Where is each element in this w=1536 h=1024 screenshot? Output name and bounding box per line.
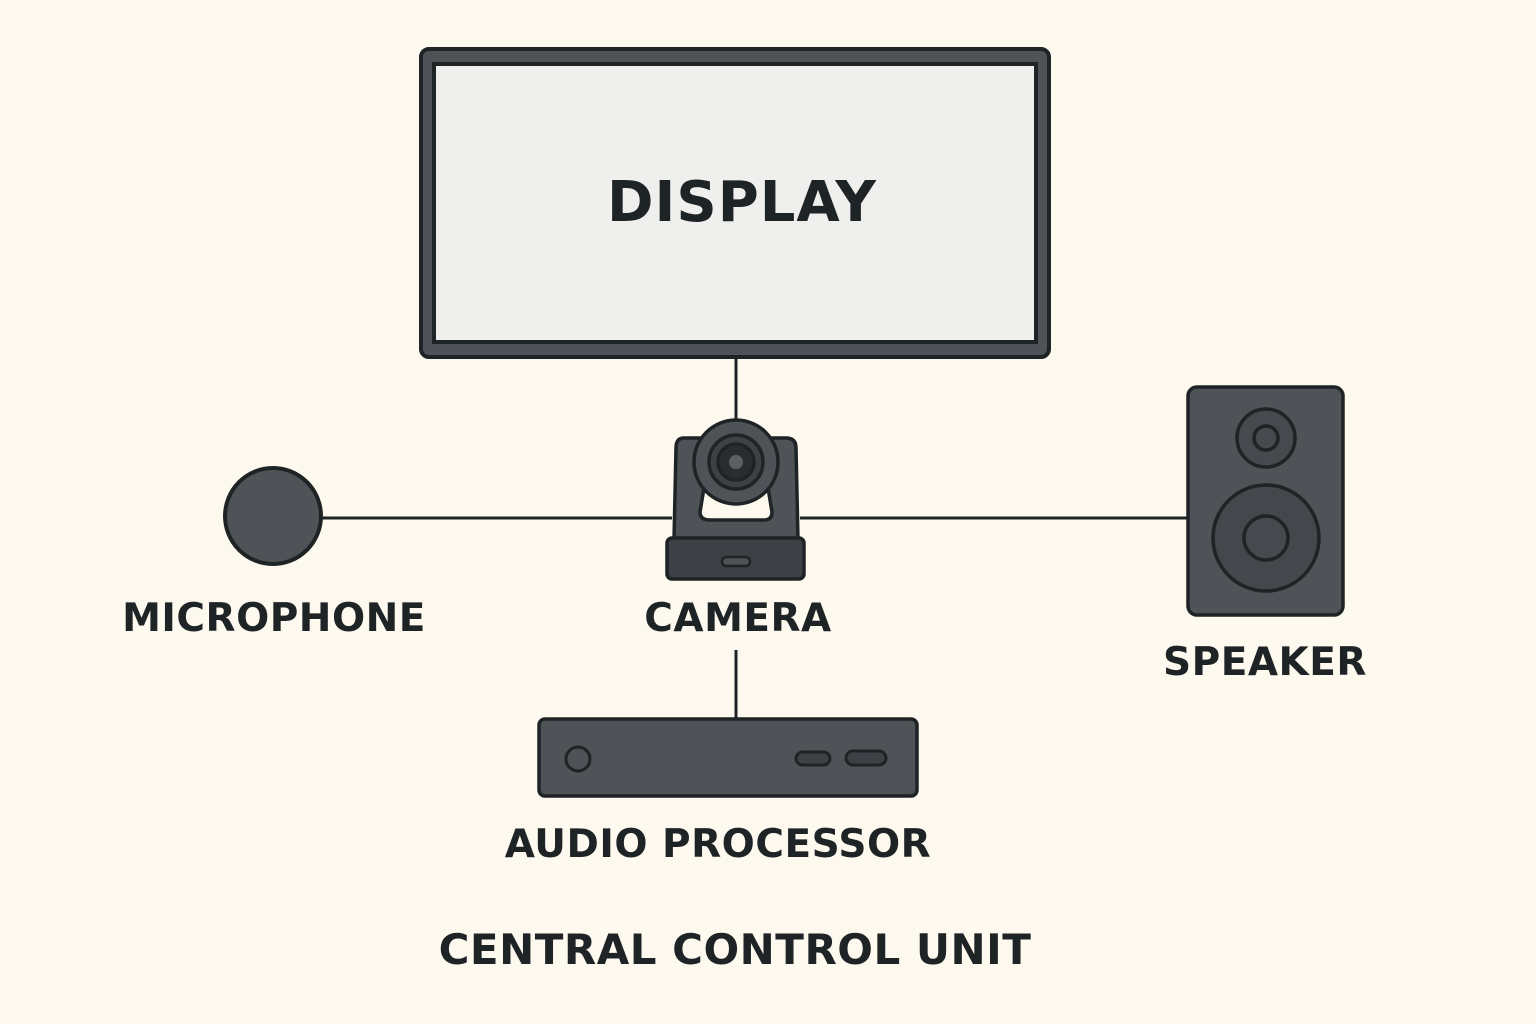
- audio-processor-label: AUDIO PROCESSOR: [504, 822, 932, 867]
- connections: [322, 357, 1188, 718]
- camera-label: CAMERA: [644, 596, 832, 641]
- microphone-label: MICROPHONE: [122, 596, 426, 641]
- speaker-label: SPEAKER: [1163, 640, 1367, 685]
- microphone-icon[interactable]: [223, 466, 323, 566]
- ptz-camera-icon[interactable]: [665, 418, 806, 581]
- diagram-title: CENTRAL CONTROL UNIT: [438, 925, 1032, 974]
- audio-processor-icon[interactable]: [537, 717, 919, 798]
- display-icon[interactable]: [419, 47, 1051, 359]
- display-label: DISPLAY: [607, 170, 877, 235]
- speaker-icon[interactable]: [1186, 385, 1345, 617]
